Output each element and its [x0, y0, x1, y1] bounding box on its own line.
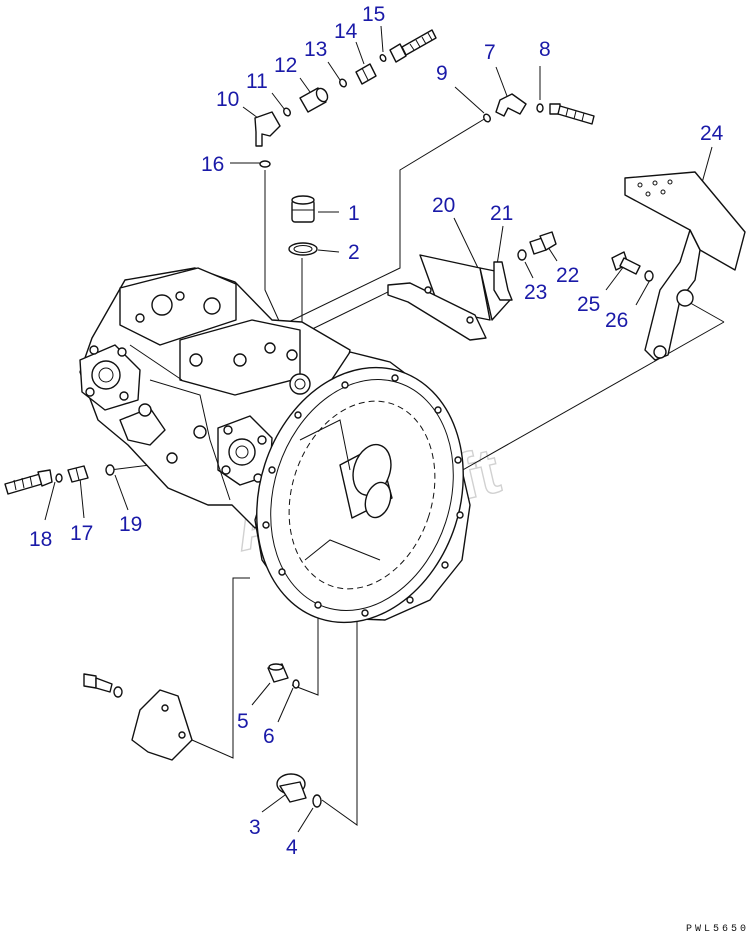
callout-18: 18: [29, 528, 52, 551]
callout-3: 3: [249, 816, 261, 839]
callout-26: 26: [605, 309, 628, 332]
callout-5: 5: [237, 710, 249, 733]
callout-1: 1: [348, 202, 360, 225]
callout-16: 16: [201, 153, 224, 176]
part-oring-11: [283, 107, 291, 117]
part-bolt-25: [611, 251, 641, 275]
callout-19: 19: [119, 513, 142, 536]
part-oring-16: [259, 160, 271, 168]
callout-8: 8: [539, 38, 551, 61]
flywheel-housing: [254, 351, 471, 624]
part-washer-26: [644, 270, 654, 282]
part-bolt-18: [4, 469, 53, 495]
callout-21: 21: [490, 202, 513, 225]
callout-7: 7: [484, 41, 496, 64]
callout-20: 20: [432, 194, 455, 217]
callout-23: 23: [524, 281, 547, 304]
part-bracket-24: [624, 171, 746, 361]
callout-15: 15: [362, 3, 385, 26]
part-bolt-8: [549, 103, 595, 125]
callout-11: 11: [246, 70, 268, 93]
callout-13: 13: [304, 38, 327, 61]
callout-25: 25: [577, 293, 600, 316]
callout-4: 4: [286, 836, 298, 859]
part-oring-9: [483, 113, 491, 123]
part-bolt-22: [529, 231, 557, 255]
part-adapter-12: [299, 87, 329, 113]
part-washer-23: [517, 249, 527, 261]
part-bolt-upper: [389, 29, 437, 63]
part-oring-19: [105, 464, 115, 476]
part-oring-15: [379, 54, 387, 62]
part-clip-21: [493, 261, 513, 301]
part-oring-2: [288, 242, 318, 256]
part-elbow-10: [254, 111, 281, 147]
part-oring-4: [312, 794, 322, 808]
leader-lines: [44, 25, 725, 833]
callout-24: 24: [700, 122, 724, 145]
part-bracket-lower: [83, 673, 193, 761]
part-bracket-20: [387, 254, 511, 341]
part-bolt-5: [267, 663, 289, 683]
part-plug-3: [276, 773, 307, 803]
part-fitting-14: [355, 63, 377, 85]
callout-6: 6: [263, 725, 275, 748]
part-plug-1: [291, 195, 315, 223]
part-fitting-17: [55, 465, 89, 483]
part-oring-13: [339, 78, 347, 88]
callout-17: 17: [70, 522, 93, 545]
main-pump-body: [79, 267, 351, 529]
callout-14: 14: [334, 20, 358, 43]
part-elbow-7: [495, 93, 527, 117]
callout-2: 2: [348, 241, 360, 264]
callout-9: 9: [436, 62, 448, 85]
part-oring-8: [536, 103, 544, 113]
callout-10: 10: [216, 88, 239, 111]
callout-labels: 1 2 3 4 5 6 7 8 9 10 11 12 13 14 15 16 1…: [29, 3, 724, 859]
drawing-code: PWL5650: [686, 924, 746, 935]
part-oring-6: [292, 679, 300, 689]
callout-12: 12: [274, 54, 297, 77]
callout-22: 22: [556, 264, 579, 287]
